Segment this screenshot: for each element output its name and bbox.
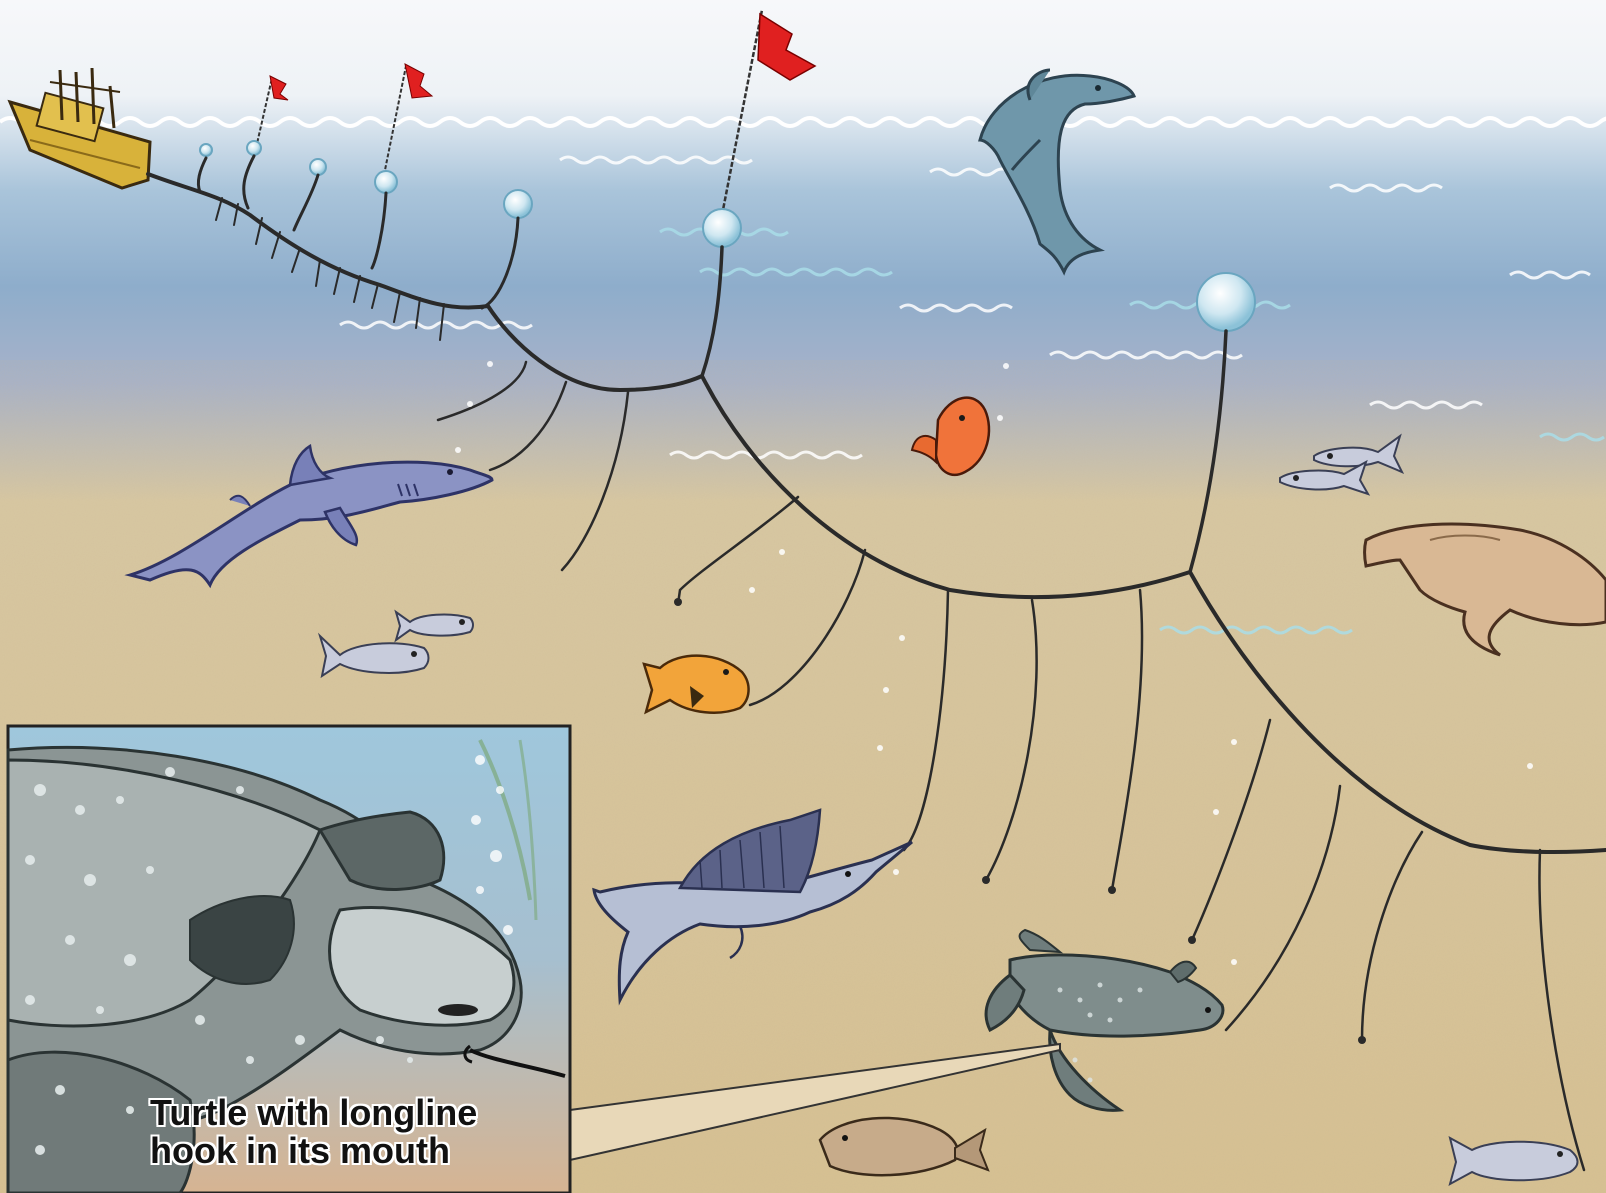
buoy	[504, 190, 532, 218]
inset-caption: Turtle with longline hook in its mouth	[150, 1094, 477, 1170]
inset-caption-line-2: hook in its mouth	[150, 1132, 477, 1170]
buoy	[310, 159, 326, 175]
buoy	[703, 209, 741, 247]
inset-caption-line-1: Turtle with longline	[150, 1094, 477, 1132]
buoy	[1197, 273, 1255, 331]
buoy	[375, 171, 397, 193]
buoy	[247, 141, 261, 155]
buoy	[200, 144, 212, 156]
